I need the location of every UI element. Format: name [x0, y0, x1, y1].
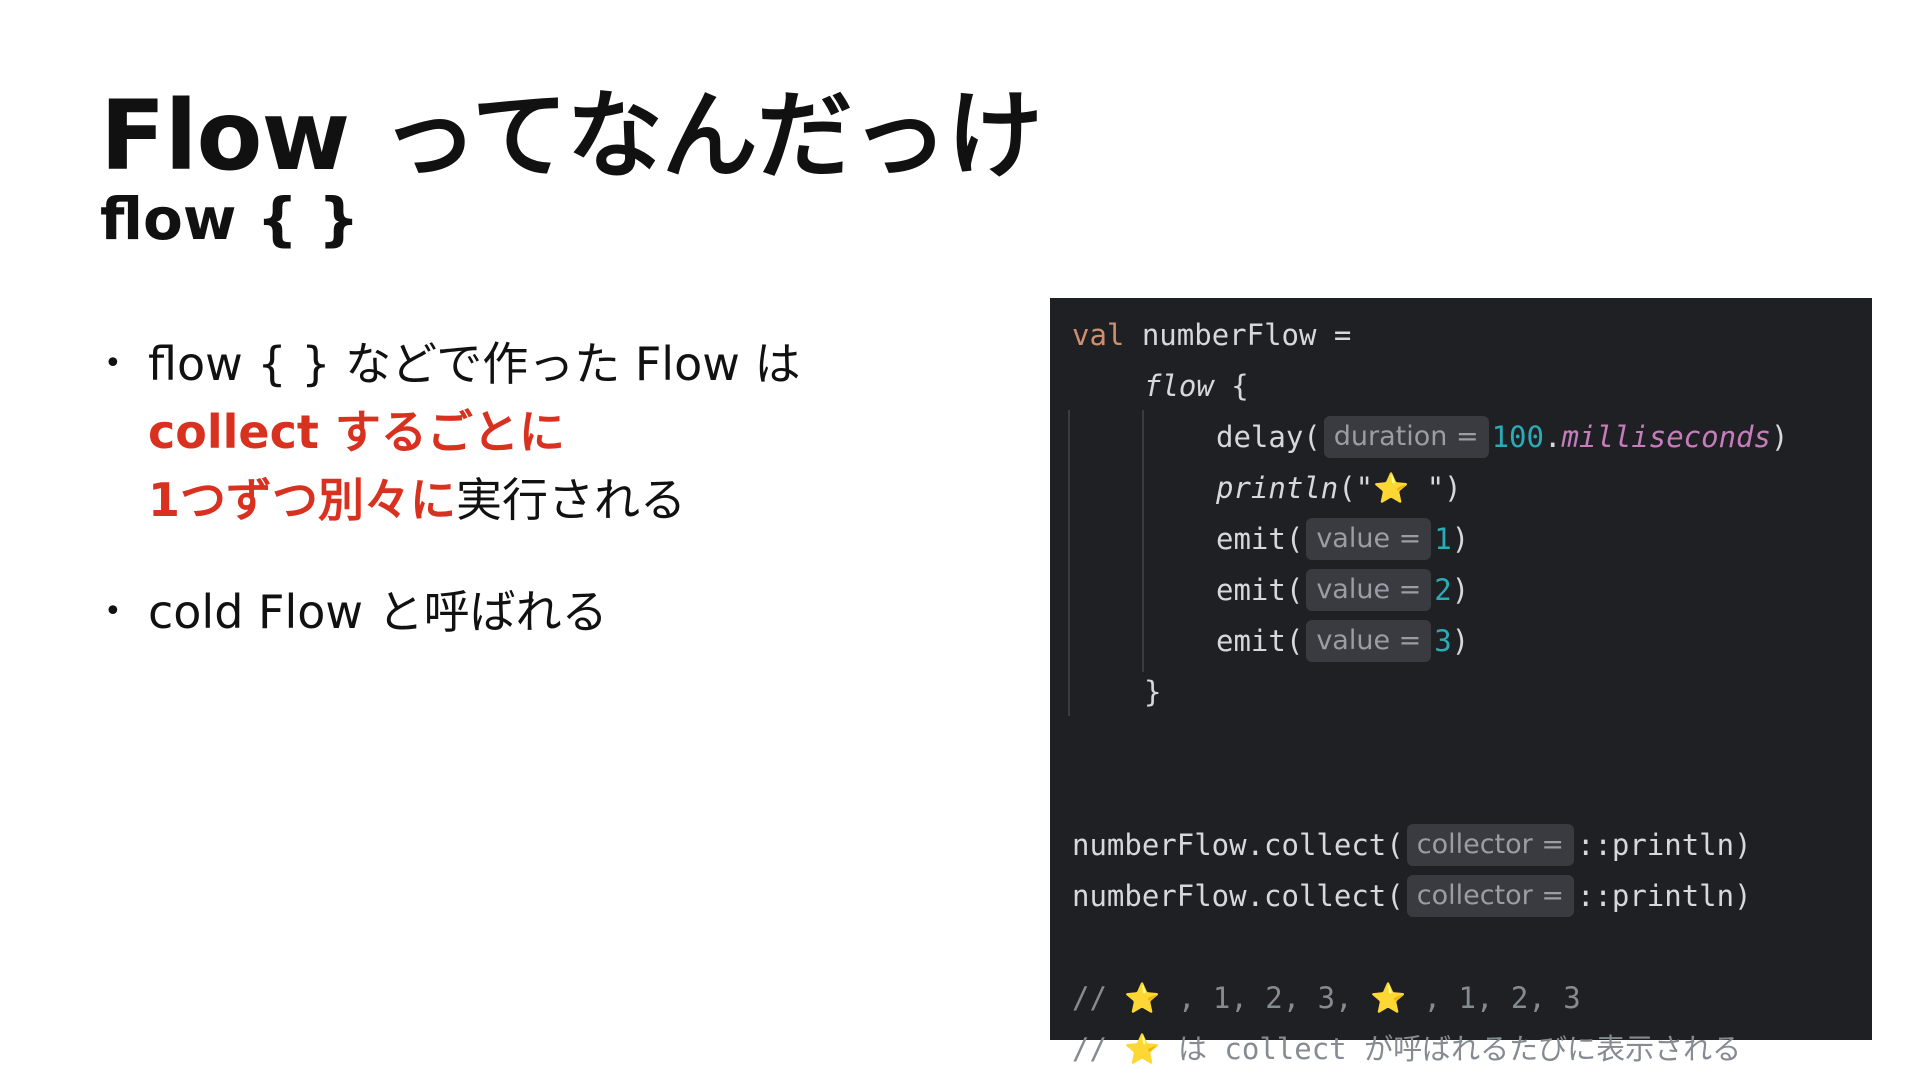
slide-title: Flow ってなんだっけ	[100, 80, 1043, 192]
code-text: emit(	[1216, 522, 1304, 556]
comment-prefix: //	[1072, 1032, 1125, 1066]
code-screenshot: val numberFlow = flow { delay(duration =…	[1050, 298, 1872, 1066]
code-text: numberFlow.collect(	[1072, 879, 1404, 913]
comment-text: は collect が呼ばれるたびに表示される	[1160, 1032, 1742, 1066]
code-text: emit(	[1216, 624, 1304, 658]
param-hint: duration =	[1323, 416, 1489, 458]
code-text: )	[1451, 573, 1470, 607]
number-literal: 2	[1434, 573, 1452, 607]
println-fn: println	[1216, 471, 1339, 505]
keyword-val: val	[1072, 318, 1125, 352]
bullet-1-line-3-rest: 実行される	[456, 473, 687, 527]
bullet-item-2: • cold Flow と呼ばれる	[100, 578, 1000, 646]
param-hint: value =	[1306, 569, 1432, 611]
code-text: ")	[1409, 471, 1462, 505]
comment-text: , 1, 2, 3,	[1160, 981, 1371, 1015]
param-hint: collector =	[1406, 824, 1574, 866]
indent-guide-outer	[1068, 410, 1070, 716]
number-literal: 3	[1434, 624, 1452, 658]
code-text: emit(	[1216, 573, 1304, 607]
param-hint: value =	[1306, 518, 1432, 560]
code-text: )	[1770, 420, 1789, 454]
code-line-collect-2: numberFlow.collect(collector =::println)	[1072, 871, 1752, 922]
code-text: ("	[1338, 471, 1374, 505]
code-line-emit-2: emit(value =2)	[1216, 565, 1469, 616]
star-icon: ⭐	[1373, 471, 1410, 505]
bullet-1-line-2-highlight: collect するごとに	[148, 405, 565, 459]
code-line-println: println("⭐ ")	[1216, 463, 1462, 514]
code-text: {	[1213, 369, 1249, 403]
bullet-dot: •	[104, 594, 122, 629]
comment-text: , 1, 2, 3	[1406, 981, 1581, 1015]
code-line-delay: delay(duration =100.milliseconds)	[1216, 412, 1788, 463]
code-line-emit-1: emit(value =1)	[1216, 514, 1469, 565]
flow-builder: flow	[1144, 369, 1214, 403]
code-line-collect-1: numberFlow.collect(collector =::println)	[1072, 820, 1752, 871]
code-line-2: flow {	[1144, 361, 1249, 412]
bullet-1-line-3-highlight: 1つずつ別々に	[148, 473, 457, 527]
bullet-item-1: • flow { } などで作った Flow は collect するごとに 1…	[100, 330, 1000, 534]
code-text: }	[1144, 675, 1162, 709]
indent-guide-inner	[1142, 410, 1144, 672]
param-hint: collector =	[1406, 875, 1574, 917]
bullet-2-line-1: cold Flow と呼ばれる	[148, 585, 608, 639]
comment-prefix: //	[1072, 981, 1125, 1015]
code-text: )	[1451, 522, 1470, 556]
code-text: numberFlow =	[1124, 318, 1352, 352]
number-literal: 100	[1491, 420, 1544, 454]
code-line-1: val numberFlow =	[1072, 310, 1351, 361]
code-comment-2: // ⭐ は collect が呼ばれるたびに表示される	[1072, 1024, 1741, 1075]
code-text: delay(	[1216, 420, 1321, 454]
code-line-close-brace: }	[1144, 667, 1161, 718]
bullet-list: • flow { } などで作った Flow は collect するごとに 1…	[100, 330, 1000, 690]
star-icon: ⭐	[1124, 981, 1161, 1015]
code-text: .	[1543, 420, 1562, 454]
star-icon: ⭐	[1124, 1032, 1161, 1066]
number-literal: 1	[1434, 522, 1452, 556]
bullet-dot: •	[104, 346, 122, 381]
extension-property: milliseconds	[1561, 420, 1771, 454]
code-text: )	[1451, 624, 1470, 658]
bullet-1-line-1: flow { } などで作った Flow は	[148, 337, 801, 391]
code-line-emit-3: emit(value =3)	[1216, 616, 1469, 667]
slide-subtitle: flow { }	[100, 185, 360, 253]
code-comment-1: // ⭐ , 1, 2, 3, ⭐ , 1, 2, 3	[1072, 973, 1581, 1024]
star-icon: ⭐	[1370, 981, 1407, 1015]
code-text: ::println)	[1576, 828, 1752, 862]
param-hint: value =	[1306, 620, 1432, 662]
bullet-1-line-3: 1つずつ別々に実行される	[148, 466, 1000, 534]
code-text: ::println)	[1576, 879, 1752, 913]
code-text: numberFlow.collect(	[1072, 828, 1404, 862]
